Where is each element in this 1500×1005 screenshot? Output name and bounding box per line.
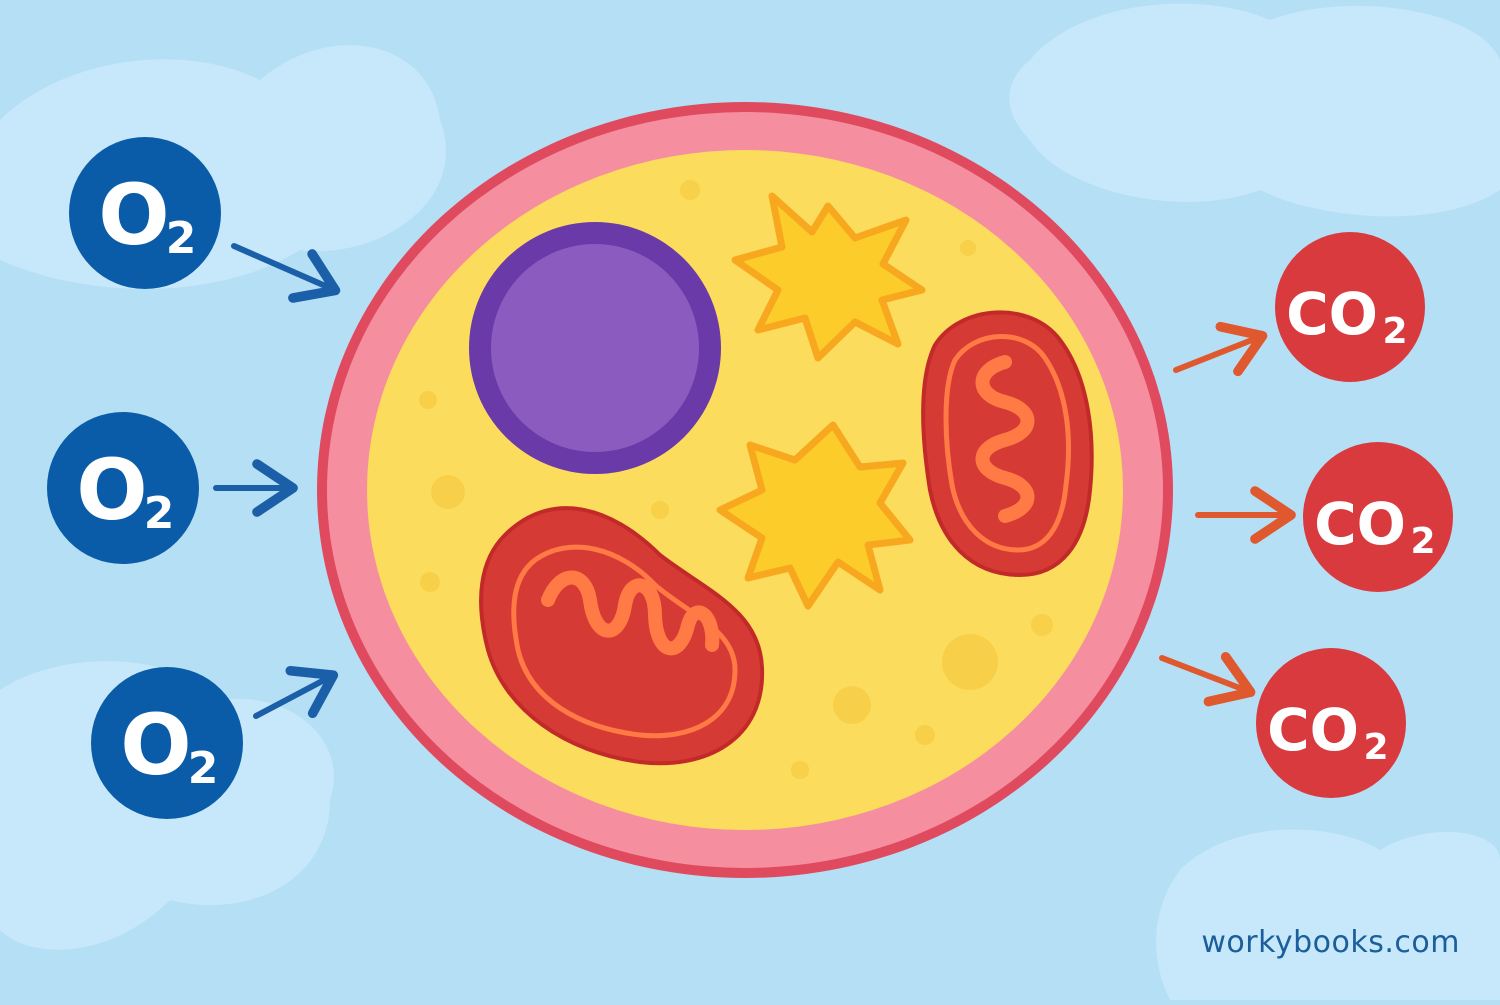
watermark: workybooks.com [1201, 925, 1460, 960]
cloud-top-left [0, 45, 446, 289]
cell [317, 102, 1173, 878]
oxygen-arrow-1 [231, 243, 341, 303]
cytoplasm-dots [419, 180, 1053, 779]
nucleus [469, 222, 721, 474]
co2-molecule-1: CO 2 [1275, 232, 1425, 382]
oxygen-symbol: O [76, 441, 147, 539]
co2-arrow-3 [1159, 652, 1256, 707]
oxygen-subscript: 2 [188, 743, 219, 794]
oxygen-symbol: O [120, 696, 191, 794]
mitochondrion-small [921, 310, 1094, 578]
mitochondrion-small-cristae [975, 355, 1035, 523]
cloud-top-right [1009, 3, 1500, 217]
oxygen-arrow-3 [253, 665, 339, 719]
mitochondrion-large-inner [511, 544, 738, 739]
oxygen-molecule-1: O 2 [69, 137, 221, 289]
co2-subscript: 2 [1410, 521, 1435, 562]
co2-molecule-3: CO 2 [1256, 648, 1406, 798]
co2-arrows [1159, 321, 1296, 707]
organelle-star-bottom [716, 421, 914, 610]
oxygen-molecule-2: O 2 [47, 412, 199, 564]
mitochondrion-large [479, 506, 765, 766]
co2-arrow-1 [1173, 321, 1268, 377]
oxygen-arrows [213, 243, 341, 719]
mitochondrion-large-cristae [541, 570, 720, 656]
cloud-bottom-right [1156, 829, 1500, 1000]
oxygen-symbol: O [98, 166, 169, 264]
co2-symbol: CO [1286, 280, 1378, 348]
mitochondrion-small-inner [943, 334, 1071, 553]
co2-symbol: CO [1314, 490, 1406, 558]
co2-symbol: CO [1267, 696, 1359, 764]
co2-subscript: 2 [1382, 311, 1407, 352]
oxygen-subscript: 2 [166, 213, 197, 264]
oxygen-subscript: 2 [144, 488, 175, 539]
co2-molecule-2: CO 2 [1303, 442, 1453, 592]
organelle-star-top [731, 192, 926, 362]
co2-subscript: 2 [1363, 727, 1388, 768]
oxygen-molecule-3: O 2 [91, 667, 243, 819]
